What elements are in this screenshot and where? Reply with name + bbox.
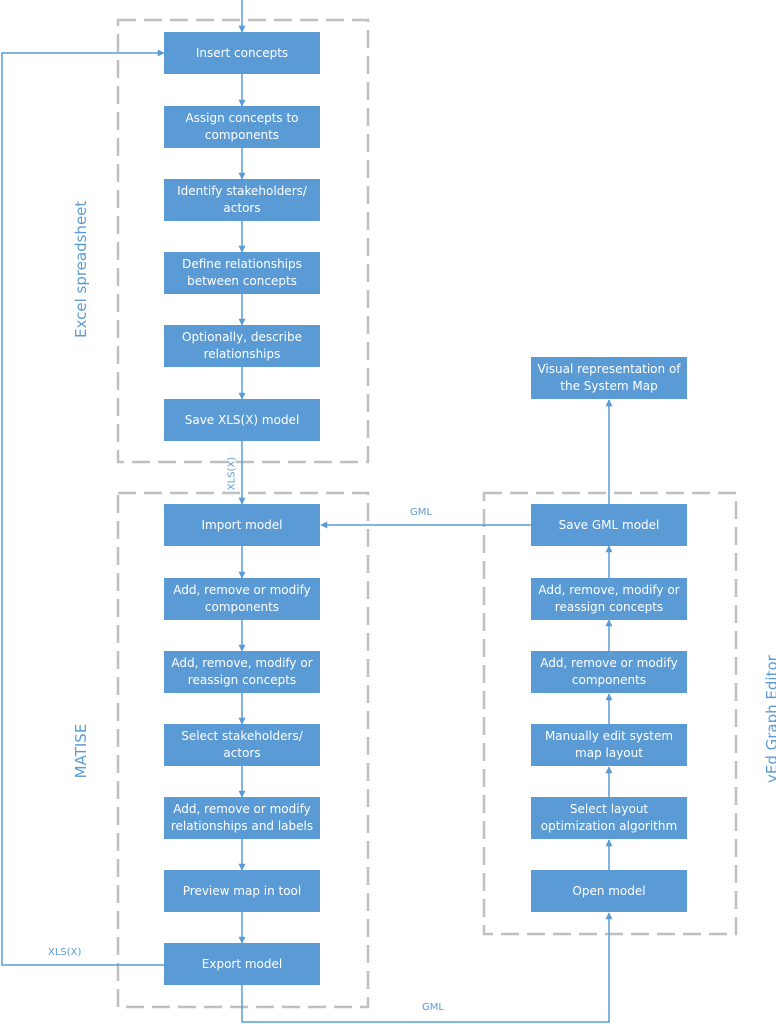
identify-stakeholders-box: Identify stakeholders/ actors xyxy=(164,179,320,221)
visual-representation-box: Visual representation of the System Map xyxy=(531,357,687,399)
excel-region-label: Excel spreadsheet xyxy=(72,200,90,338)
arrow-export-loop-to-insert xyxy=(1,49,165,966)
open-model-box: Open model xyxy=(531,870,687,912)
yed-region-label: yEd Graph Editor xyxy=(763,655,776,783)
edit-layout-box: Manually edit system map layout xyxy=(531,724,687,766)
describe-relationships-box: Optionally, describe relationships xyxy=(164,325,320,367)
select-layout-box: Select layout optimization algorithm xyxy=(531,797,687,839)
xls-edge-label-down: XLS(X) xyxy=(226,456,238,491)
gml-edge-label-export: GML xyxy=(422,1002,444,1013)
gml-edge-label-import: GML xyxy=(410,507,432,518)
preview-map-box: Preview map in tool xyxy=(164,870,320,912)
select-stakeholders-box: Select stakeholders/ actors xyxy=(164,724,320,766)
save-gml-box: Save GML model xyxy=(531,504,687,546)
define-relationships-box: Define relationships between concepts xyxy=(164,252,320,294)
assign-concepts-box: Assign concepts to components xyxy=(164,106,320,148)
yed-region-border xyxy=(482,491,738,936)
excel-region-border xyxy=(116,18,370,464)
yed-concepts-box: Add, remove, modify or reassign concepts xyxy=(531,578,687,620)
yed-components-box: Add, remove or modify components xyxy=(531,651,687,693)
import-model-box: Import model xyxy=(164,504,320,546)
matise-region-label: MATISE xyxy=(72,723,90,779)
insert-concepts-box: Insert concepts xyxy=(164,32,320,74)
matise-concepts-box: Add, remove, modify or reassign concepts xyxy=(164,651,320,693)
export-model-box: Export model xyxy=(164,943,320,985)
save-xls-box: Save XLS(X) model xyxy=(164,399,320,441)
xls-edge-label-loop: XLS(X) xyxy=(48,947,82,958)
matise-region-border xyxy=(116,491,370,1009)
matise-relationships-box: Add, remove or modify relationships and … xyxy=(164,797,320,839)
arrow-export-to-open xyxy=(241,912,613,1023)
matise-components-box: Add, remove or modify components xyxy=(164,578,320,620)
